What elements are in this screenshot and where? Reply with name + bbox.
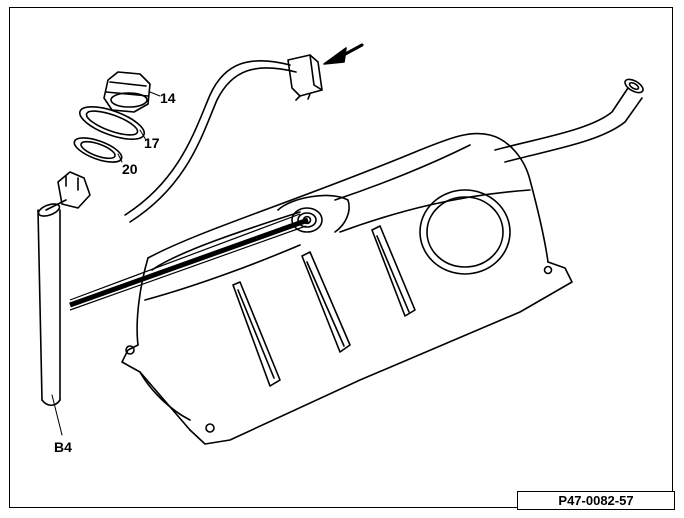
- wire-connector: [287, 54, 323, 101]
- filler-neck: [494, 78, 644, 163]
- fuel-tank-body: [121, 132, 573, 445]
- figure-reference-code: P47-0082-57: [517, 491, 675, 510]
- figure-code-text: P47-0082-57: [558, 493, 634, 508]
- tank-ribs: [232, 225, 416, 387]
- sender-wire: [124, 59, 297, 223]
- connector-arrow: [323, 43, 364, 65]
- sealing-nut: [103, 71, 151, 113]
- insertion-path-line: [69, 217, 309, 308]
- leader-lines: [51, 91, 161, 436]
- callout-b4: B4: [54, 439, 72, 455]
- callout-17: 17: [144, 135, 160, 151]
- sender-unit-port: [419, 189, 511, 275]
- fuel-level-sender: [37, 171, 91, 407]
- sender-mount: [277, 194, 350, 233]
- seal-ring: [73, 137, 123, 163]
- figure-frame: [9, 7, 673, 508]
- gasket-ring: [78, 106, 146, 140]
- callout-20: 20: [122, 161, 138, 177]
- callout-14: 14: [160, 90, 176, 106]
